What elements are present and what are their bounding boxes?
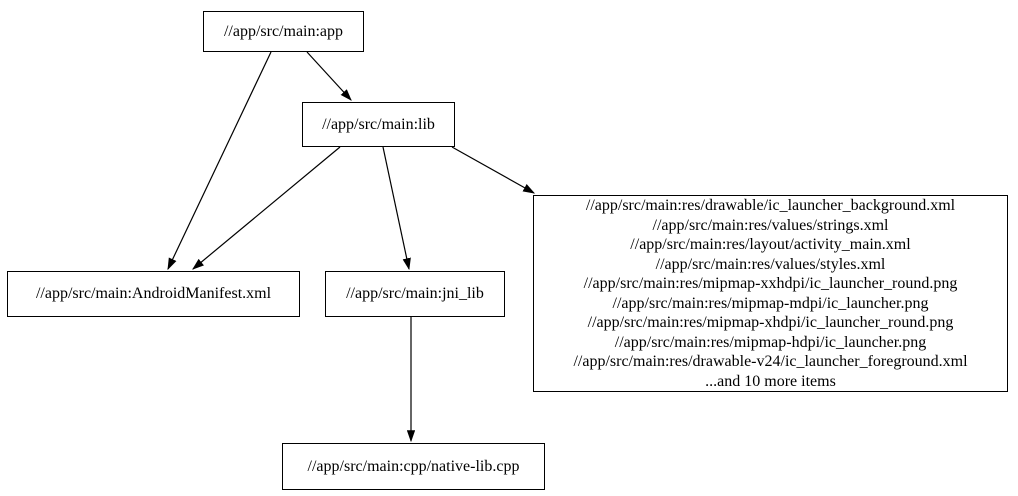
res-file-label: //app/src/main:res/values/styles.xml [655, 255, 886, 273]
res-more-items-label: ...and 10 more items [705, 372, 836, 390]
res-file-label: //app/src/main:res/mipmap-mdpi/ic_launch… [612, 294, 929, 312]
edge-lib-res_group [451, 146, 536, 194]
edge-app-lib [306, 51, 352, 101]
node-android-manifest: //app/src/main:AndroidManifest.xml [7, 271, 300, 317]
res-file-label: //app/src/main:res/mipmap-hdpi/ic_launch… [614, 333, 927, 351]
node-android-manifest-label: //app/src/main:AndroidManifest.xml [35, 285, 272, 302]
node-app: //app/src/main:app [203, 11, 364, 52]
edge-lib-manifest [192, 146, 341, 270]
edge-lib-jni_lib [382, 146, 411, 271]
node-native-lib-cpp: //app/src/main:cpp/native-lib.cpp [282, 443, 545, 490]
res-file-label: //app/src/main:res/mipmap-xxhdpi/ic_laun… [583, 275, 958, 292]
node-jni-lib-label: //app/src/main:jni_lib [346, 285, 484, 302]
res-file-label: //app/src/main:res/drawable/ic_launcher_… [585, 197, 956, 214]
node-lib: //app/src/main:lib [302, 102, 455, 147]
node-jni-lib: //app/src/main:jni_lib [325, 271, 505, 317]
node-native-lib-cpp-label: //app/src/main:cpp/native-lib.cpp [307, 457, 520, 475]
edge-app-manifest [167, 51, 272, 271]
res-file-label: //app/src/main:res/values/strings.xml [652, 216, 889, 234]
node-app-label: //app/src/main:app [223, 22, 344, 40]
node-res-group: //app/src/main:res/drawable/ic_launcher_… [533, 195, 1008, 392]
res-file-label: //app/src/main:res/drawable-v24/ic_launc… [573, 353, 968, 370]
res-file-label: //app/src/main:res/mipmap-xhdpi/ic_launc… [587, 314, 954, 331]
res-file-label: //app/src/main:res/layout/activity_main.… [630, 236, 911, 253]
node-lib-label: //app/src/main:lib [322, 115, 435, 133]
